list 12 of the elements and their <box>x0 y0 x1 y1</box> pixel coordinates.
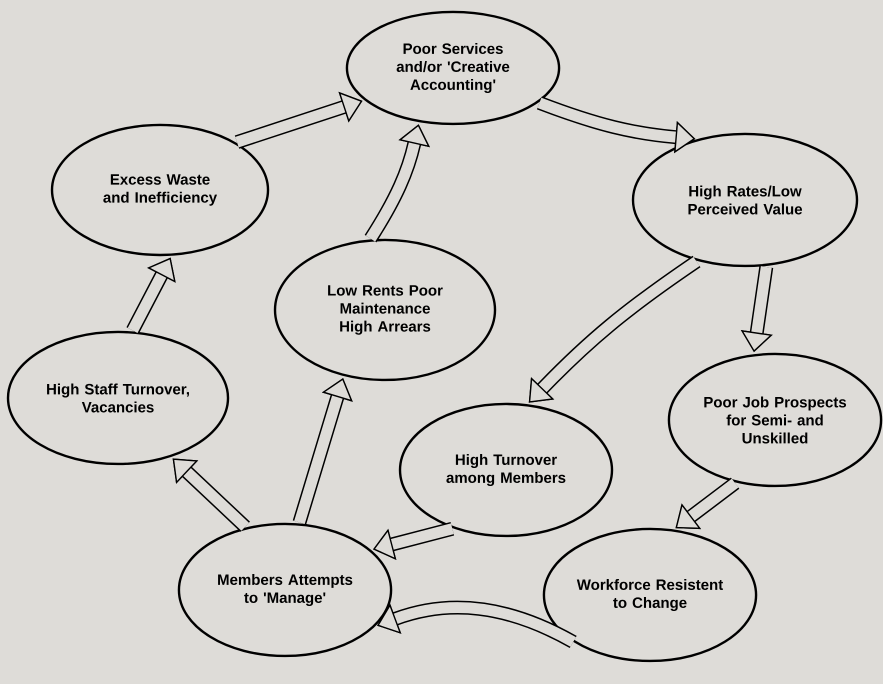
ellipse-node: High Turnover among Members <box>398 402 614 538</box>
block-arrow <box>377 600 576 648</box>
ellipse-node: High Staff Turnover, Vacancies <box>6 330 230 466</box>
ellipse-node: Workforce Resistent to Change <box>542 528 758 662</box>
ellipse-node: Excess Waste and Inefficiency <box>50 124 270 256</box>
ellipse-node: Poor Job Prospects for Semi- and Unskilled <box>668 352 882 488</box>
ellipse-node: Members Attempts to 'Manage' <box>178 522 392 658</box>
block-arrow <box>528 256 700 403</box>
ellipse-node: Low Rents Poor Maintenance High Arrears <box>274 238 496 382</box>
block-arrow <box>172 458 250 532</box>
ellipse-node: Poor Services and/or 'Creative Accounting' <box>346 10 560 126</box>
ellipse-node: High Rates/Low Perceived Value <box>632 132 858 268</box>
